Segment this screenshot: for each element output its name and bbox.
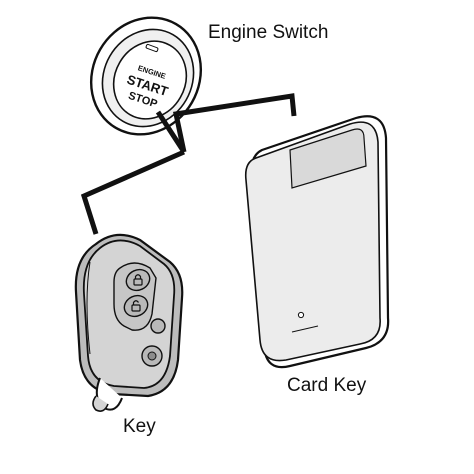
label-card-key: Card Key — [287, 375, 367, 396]
key-fob-trunk-button — [150, 318, 166, 334]
key-fob-lock-button — [125, 268, 151, 292]
lock-icon — [133, 274, 143, 286]
card-key-face — [244, 121, 381, 362]
engine-switch-button — [112, 40, 188, 120]
key-fob-unlock-button — [123, 294, 149, 318]
label-key: Key — [123, 416, 156, 437]
connector-lines — [80, 93, 297, 235]
engine-switch-illustration: ENGINE START STOP — [89, 16, 203, 136]
key-fob-panic-button-center — [147, 351, 157, 361]
card-key-hole — [297, 311, 305, 319]
key-fob-seam — [86, 261, 91, 355]
connector-switch-stem — [155, 110, 187, 154]
key-fob-illustration — [74, 233, 184, 412]
card-key-panel — [289, 128, 367, 189]
label-engine-switch: Engine Switch — [208, 22, 328, 43]
card-key-notch — [291, 325, 319, 333]
card-key-illustration — [244, 115, 390, 369]
unlock-icon — [131, 300, 141, 312]
engine-switch-indicator — [145, 43, 159, 53]
key-fob-bottom-tip — [92, 395, 109, 412]
connector-top-branch — [173, 93, 297, 153]
connector-lower-branch — [80, 149, 186, 235]
